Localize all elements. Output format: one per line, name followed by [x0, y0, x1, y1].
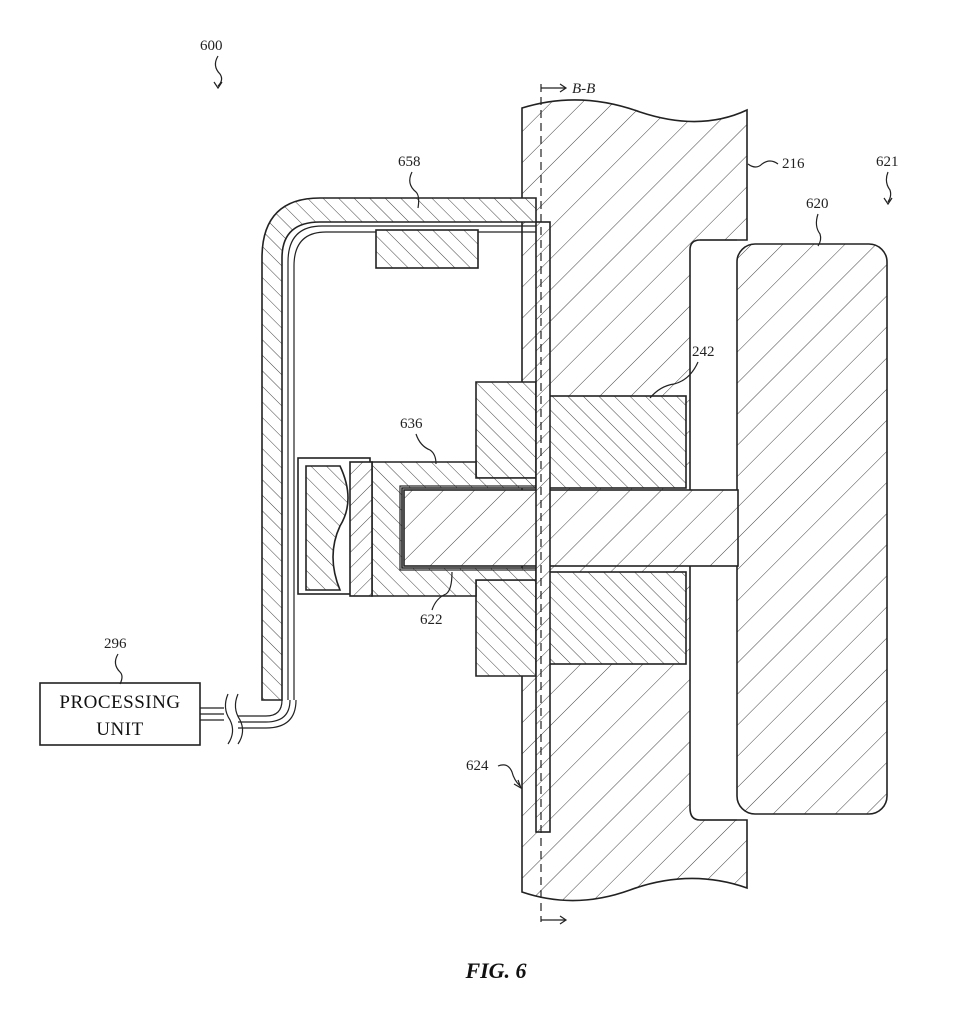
ref-621: 621: [876, 154, 899, 170]
leader-242: [649, 361, 699, 399]
bushing-242-lower: [547, 571, 687, 665]
wire-bundle-left: [200, 707, 224, 721]
leader-636: [415, 433, 437, 465]
leader-622: [431, 571, 453, 611]
ref-624: 624: [466, 758, 489, 774]
processing-unit-box: [39, 682, 201, 746]
ref-216: 216: [782, 156, 805, 172]
figure-caption: FIG. 6: [464, 958, 526, 983]
wire-bundle: [238, 699, 297, 729]
ref-658: 658: [398, 154, 421, 170]
section-label: B-B: [572, 81, 595, 97]
leader-621: [883, 171, 893, 206]
leader-600: [213, 55, 223, 90]
ref-622: 622: [420, 612, 443, 628]
leader-658: [409, 171, 420, 209]
cover-liner: [287, 225, 536, 700]
crown-620: [736, 243, 888, 815]
cover-658: [261, 197, 537, 701]
ref-242: 242: [692, 344, 715, 360]
section-arrow-top: [541, 83, 568, 93]
leader-620: [815, 213, 822, 247]
cover-liner-2: [293, 231, 536, 700]
seal-624: [535, 221, 551, 833]
section-arrow-bottom: [541, 915, 568, 925]
processing-unit-line1: PROCESSING: [59, 692, 180, 713]
shaft-622: [403, 489, 739, 567]
flange-636-body: [371, 461, 537, 597]
ref-296: 296: [104, 636, 127, 652]
leader-216: [747, 160, 779, 168]
bushing-242-upper: [547, 395, 687, 489]
encoder-element: [305, 465, 349, 591]
wire-break: [224, 693, 244, 745]
processing-unit-line2: UNIT: [96, 719, 143, 740]
crown-cap-outline: [700, 239, 737, 821]
ref-620: 620: [806, 196, 829, 212]
sensor-block: [375, 229, 479, 269]
ref-600: 600: [200, 38, 223, 54]
flange-636-lower: [475, 579, 537, 677]
leader-296: [114, 653, 123, 685]
leader-624: [497, 764, 523, 790]
encoder-plate: [349, 461, 373, 597]
ref-636: 636: [400, 416, 423, 432]
flange-636-upper: [475, 381, 537, 479]
